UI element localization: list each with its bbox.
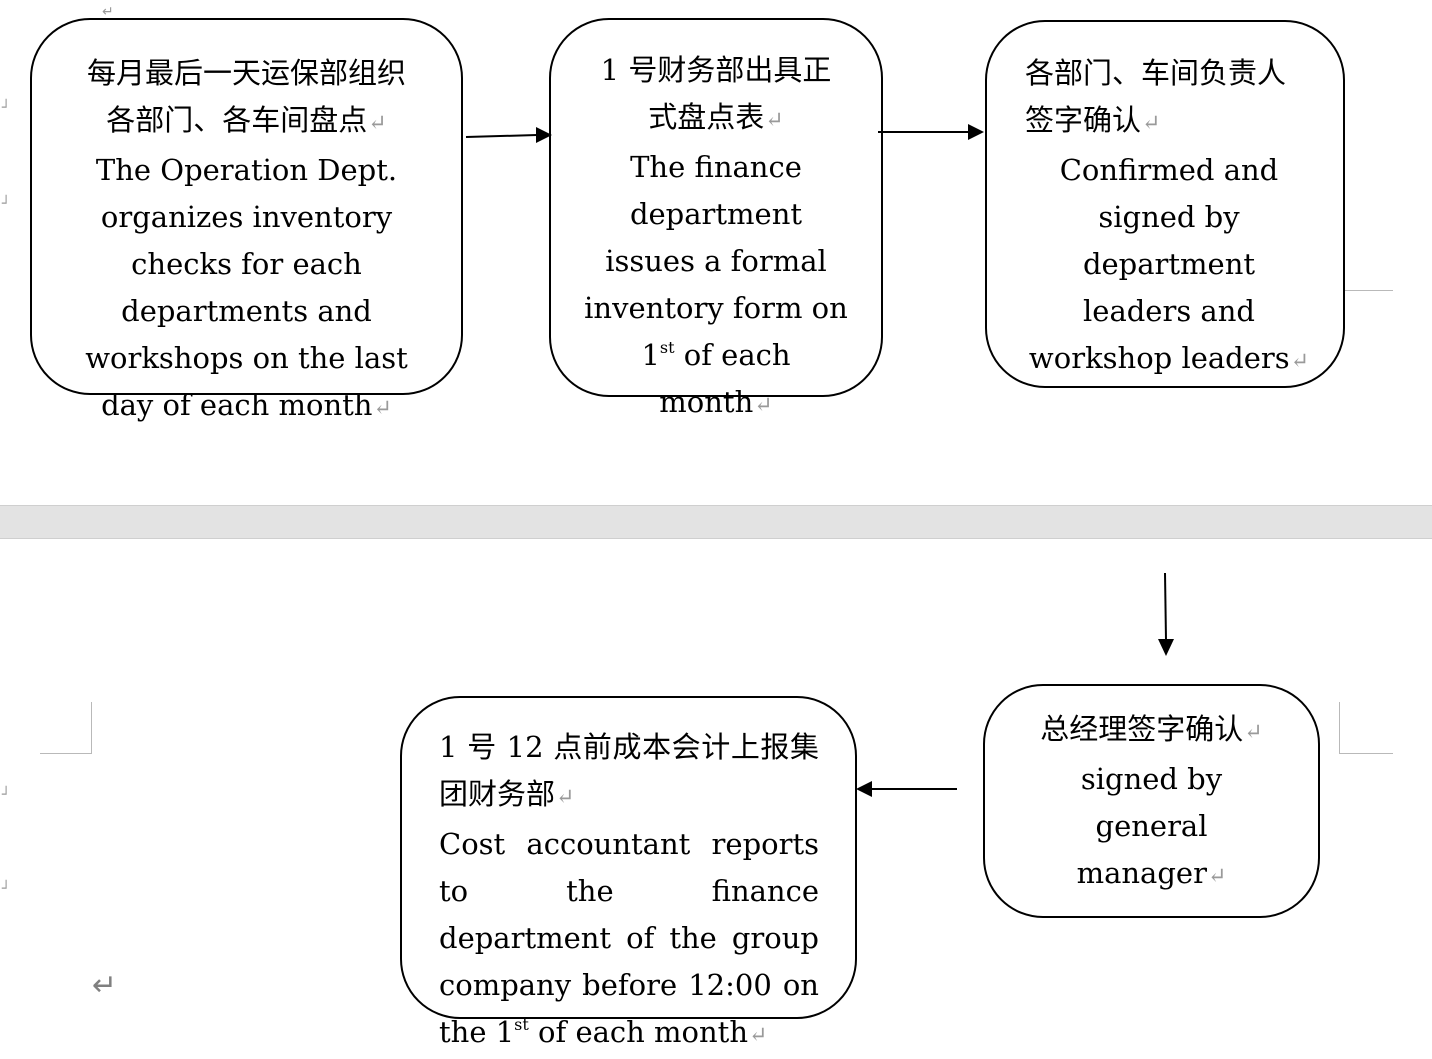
paragraph-mark: ↵	[754, 393, 773, 418]
line-mark: ↵	[102, 4, 114, 20]
ordinal-suffix: st	[659, 338, 675, 357]
corner-mark-top-right	[1339, 753, 1393, 754]
page-separator	[0, 505, 1432, 539]
flow-node-department-signoff: 各部门、车间负责人 签字确认↵ Confirmed and signed by …	[985, 20, 1345, 388]
arrowhead	[856, 781, 872, 797]
node-en-text: of each month	[528, 1015, 748, 1049]
paragraph-mark: ↵	[1290, 349, 1310, 374]
line-mark: ┘	[2, 100, 11, 116]
arrowhead	[968, 124, 984, 140]
line-mark: ┘	[2, 881, 11, 897]
node-cn-text: 各部门、车间负责人	[1025, 56, 1287, 90]
arrow-step1-to-step2	[465, 134, 538, 138]
flow-node-monthly-inventory-check: 每月最后一天运保部组织 各部门、各车间盘点↵ The Operation Dep…	[30, 18, 463, 422]
ordinal-suffix: st	[514, 1015, 529, 1034]
node-cn-text: 总经理签字确认	[1040, 712, 1244, 746]
line-mark: ┘	[2, 787, 11, 803]
node-en-text: The finance department issues a formal i…	[584, 150, 848, 372]
paragraph-mark: ↵	[92, 968, 118, 1003]
node-cn-text: 1 号 12 点前成本会计上报集团财务部	[439, 730, 819, 811]
corner-mark-top-right	[1339, 702, 1340, 754]
flow-node-general-manager-signoff: 总经理签字确认↵ signed by general manager↵	[983, 684, 1320, 918]
node-en-text: Cost accountant reports to the finance d…	[439, 827, 819, 1049]
node-cn-text: 每月最后一天运保部组织	[86, 56, 406, 90]
node-en-text: signed by general manager	[1076, 762, 1223, 890]
flow-node-formal-inventory-form: 1 号财务部出具正 式盘点表↵ The finance department i…	[549, 18, 883, 419]
paragraph-mark: ↵	[368, 111, 387, 136]
corner-mark-top-left	[91, 702, 92, 754]
paragraph-mark: ↵	[1142, 111, 1161, 136]
paragraph-mark: ↵	[373, 396, 392, 421]
node-cn-text: 式盘点表	[648, 100, 765, 134]
node-en-text: Confirmed and signed by department leade…	[1028, 153, 1290, 375]
arrow-step3-to-step4	[1164, 572, 1167, 641]
arrowhead	[1158, 639, 1174, 656]
paragraph-mark: ↵	[1207, 864, 1227, 889]
flow-node-cost-accountant-report: 1 号 12 点前成本会计上报集团财务部↵ Cost accountant re…	[400, 696, 857, 1049]
corner-mark-top-left	[40, 753, 92, 754]
node-en-text: The Operation Dept. organizes inventory …	[85, 153, 408, 422]
margin-line	[1345, 290, 1393, 291]
node-cn-text: 各部门、各车间盘点	[106, 103, 368, 137]
node-cn-text: 1 号财务部出具正	[600, 53, 832, 87]
node-cn-text: 签字确认	[1025, 103, 1142, 137]
paragraph-mark: ↵	[1244, 720, 1263, 745]
node-en-text: of each month	[659, 338, 791, 419]
line-mark: ┘	[2, 196, 11, 212]
paragraph-mark: ↵	[765, 108, 784, 133]
paragraph-mark: ↵	[556, 785, 575, 810]
